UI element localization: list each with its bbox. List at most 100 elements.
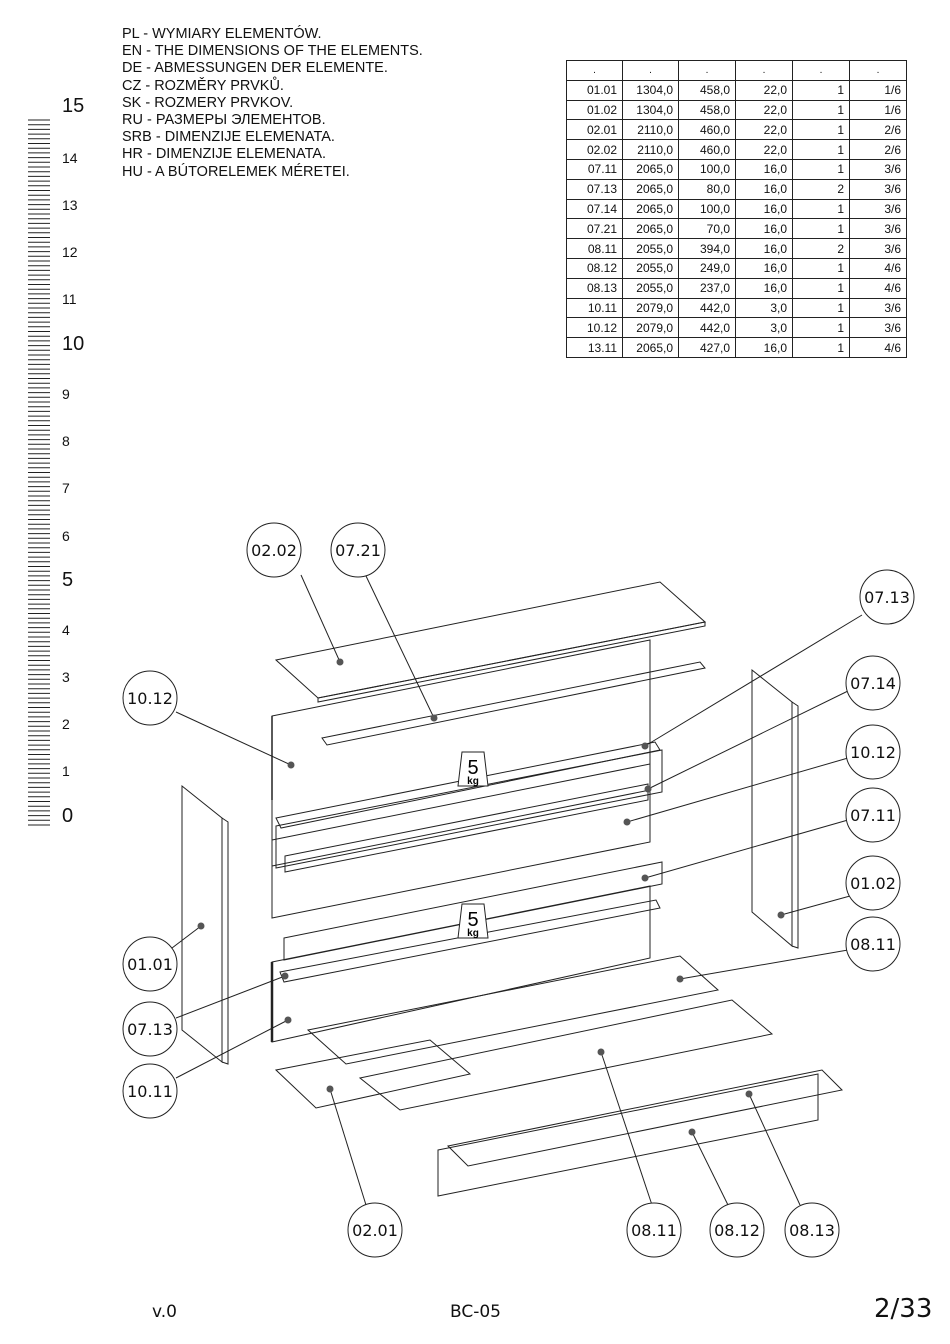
- table-cell: 02.02: [566, 139, 623, 160]
- table-cell: 1/6: [849, 79, 907, 101]
- table-cell: 16,0: [735, 178, 793, 200]
- table-cell: 4/6: [849, 337, 907, 358]
- table-cell: 3/6: [849, 238, 907, 259]
- ruler-label: 8: [62, 433, 70, 449]
- ruler-label: 1: [62, 763, 70, 779]
- table-cell: 237,0: [678, 277, 736, 299]
- table-cell: 1/6: [849, 99, 907, 121]
- table-header-row: . . . . . .: [566, 60, 907, 81]
- callout-10-12-right: 10.12: [850, 743, 896, 762]
- table-cell: 70,0: [678, 218, 736, 240]
- footer-page-number: 2/33: [874, 1294, 933, 1324]
- rail-07-14: [275, 749, 663, 869]
- table-cell: 4/6: [849, 257, 907, 279]
- title-pl: PL - WYMIARY ELEMENTÓW.: [122, 26, 322, 42]
- weight-badge-lower: 5 kg: [457, 903, 489, 939]
- table-cell: 100,0: [678, 198, 736, 220]
- rail-07-11-inner: [284, 783, 649, 873]
- panel-02-01: [274, 1039, 472, 1109]
- table-cell: 1: [792, 297, 850, 319]
- table-cell: 2110,0: [622, 139, 679, 160]
- side-panel-01-02: [751, 668, 793, 948]
- footer-model: BC-05: [450, 1302, 501, 1322]
- table-cell: 13.11: [566, 337, 623, 358]
- title-ru: RU - РАЗМЕРЫ ЭЛЕМЕНТОВ.: [122, 112, 326, 129]
- table-cell: 2055,0: [622, 238, 679, 259]
- callout-07-21: 07.21: [335, 541, 381, 560]
- title-de: DE - ABMESSUNGEN DER ELEMENTE.: [122, 60, 388, 77]
- ruler-label: 9: [62, 386, 70, 402]
- callout-02-01: 02.01: [352, 1221, 398, 1240]
- table-cell: 16,0: [735, 257, 793, 279]
- table-cell: 01.01: [566, 79, 623, 101]
- callout-08-13: 08.13: [789, 1221, 835, 1240]
- table-cell: 442,0: [678, 297, 736, 319]
- ruler-label: 11: [62, 291, 77, 307]
- table-cell: 08.12: [566, 257, 623, 279]
- table-header: .: [735, 60, 793, 81]
- table-cell: 2/6: [849, 119, 907, 141]
- back-panel-10-12-middle: [271, 763, 651, 919]
- title-en: EN - THE DIMENSIONS OF THE ELEMENTS.: [122, 43, 423, 60]
- title-sk: SK - ROZMERY PRVKOV.: [122, 94, 294, 111]
- table-cell: 460,0: [678, 119, 736, 141]
- table-cell: 08.11: [566, 238, 623, 259]
- table-cell: 2065,0: [622, 158, 679, 180]
- ruler-label: 13: [62, 197, 78, 213]
- callout-07-13-lower: 07.13: [127, 1020, 173, 1039]
- callout-02-02: 02.02: [251, 541, 297, 560]
- title-cz: CZ - ROZMĚRY PRVKŮ.: [122, 77, 284, 94]
- table-cell: 2055,0: [622, 257, 679, 279]
- weight-unit: kg: [467, 776, 479, 787]
- callout-08-12: 08.12: [714, 1221, 760, 1240]
- table-cell: 1304,0: [622, 79, 679, 101]
- table-cell: 22,0: [735, 79, 793, 101]
- table-cell: 1: [792, 337, 850, 358]
- rail-07-11: [283, 861, 663, 961]
- ruler-label: 10: [62, 333, 85, 355]
- ruler-label: 7: [62, 480, 70, 496]
- callout-08-11-right: 08.11: [850, 935, 896, 954]
- table-cell: 1304,0: [622, 99, 679, 121]
- table-cell: 2: [792, 238, 850, 259]
- callout-10-11: 10.11: [127, 1082, 173, 1101]
- table-cell: 4/6: [849, 277, 907, 299]
- dimension-titles: PL - WYMIARY ELEMENTÓW. EN - THE DIMENSI…: [122, 26, 423, 181]
- ruler-ticks: [28, 119, 50, 826]
- table-cell: 458,0: [678, 99, 736, 121]
- table-cell: 3/6: [849, 158, 907, 180]
- table-cell: 07.14: [566, 198, 623, 220]
- table-cell: 10.12: [566, 317, 623, 339]
- footer-version: v.0: [152, 1302, 177, 1322]
- table-cell: 08.13: [566, 277, 623, 299]
- plinth-08-12: [437, 1073, 819, 1197]
- weight-number: 5: [467, 757, 478, 779]
- ruler-label: 4: [62, 622, 70, 638]
- table-cell: 22,0: [735, 119, 793, 141]
- table-cell: 2110,0: [622, 119, 679, 141]
- table-cell: 1: [792, 198, 850, 220]
- table-cell: 16,0: [735, 158, 793, 180]
- table-cell: 3/6: [849, 178, 907, 200]
- table-cell: 100,0: [678, 158, 736, 180]
- table-cell: 460,0: [678, 139, 736, 160]
- exploded-assembly-diagram: 5 kg 5 kg: [122, 522, 915, 1258]
- leader-lines: [171, 574, 863, 1206]
- table-cell: 16,0: [735, 277, 793, 299]
- table-cell: 1: [792, 277, 850, 299]
- table-header: .: [792, 60, 850, 81]
- table-cell: 2: [792, 178, 850, 200]
- table-cell: 16,0: [735, 238, 793, 259]
- shelf-08-13: [446, 1069, 844, 1167]
- callouts: [122, 522, 915, 1258]
- table-cell: 16,0: [735, 218, 793, 240]
